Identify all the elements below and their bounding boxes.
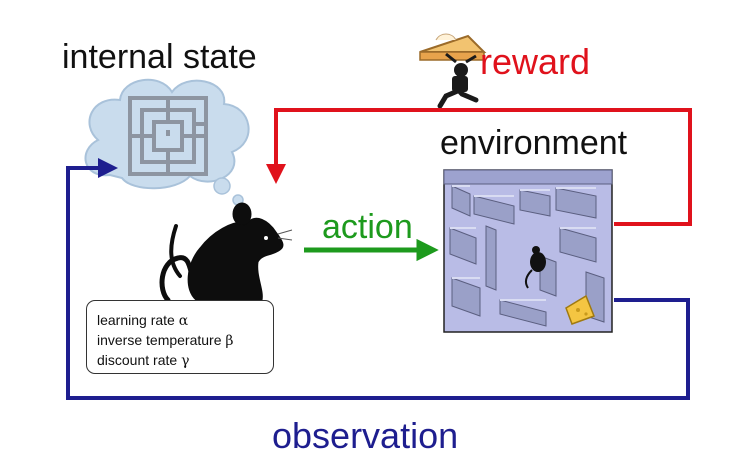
reward-label: reward: [480, 41, 591, 82]
maze-icon: [443, 169, 613, 333]
maze-symbol: [128, 96, 208, 176]
maze-rat-icon: [524, 246, 546, 289]
parameter-symbol: γ: [181, 353, 190, 369]
reward-arrow: [266, 108, 692, 226]
parameter-symbol: α: [178, 313, 189, 329]
observation-arrow: [66, 158, 690, 400]
rat-icon: [159, 202, 293, 303]
parameter-row: discount rate γ: [97, 351, 273, 371]
environment-label: environment: [440, 124, 628, 162]
parameter-row: learning rate α: [97, 311, 273, 331]
parameter-symbol: β: [225, 333, 234, 349]
cheese-icon: [565, 294, 595, 325]
parameter-name: inverse temperature: [97, 332, 222, 348]
parameter-name: discount rate: [97, 352, 178, 368]
thought-cloud-icon: [84, 78, 250, 206]
pie-carrier-icon: [419, 33, 487, 109]
parameters-box: learning rate α inverse temperature β di…: [86, 300, 274, 374]
observation-label: observation: [272, 415, 459, 456]
parameter-name: learning rate: [97, 312, 175, 328]
action-label: action: [322, 208, 413, 246]
internal-state-label: internal state: [62, 38, 257, 76]
parameter-row: inverse temperature β: [97, 331, 273, 351]
